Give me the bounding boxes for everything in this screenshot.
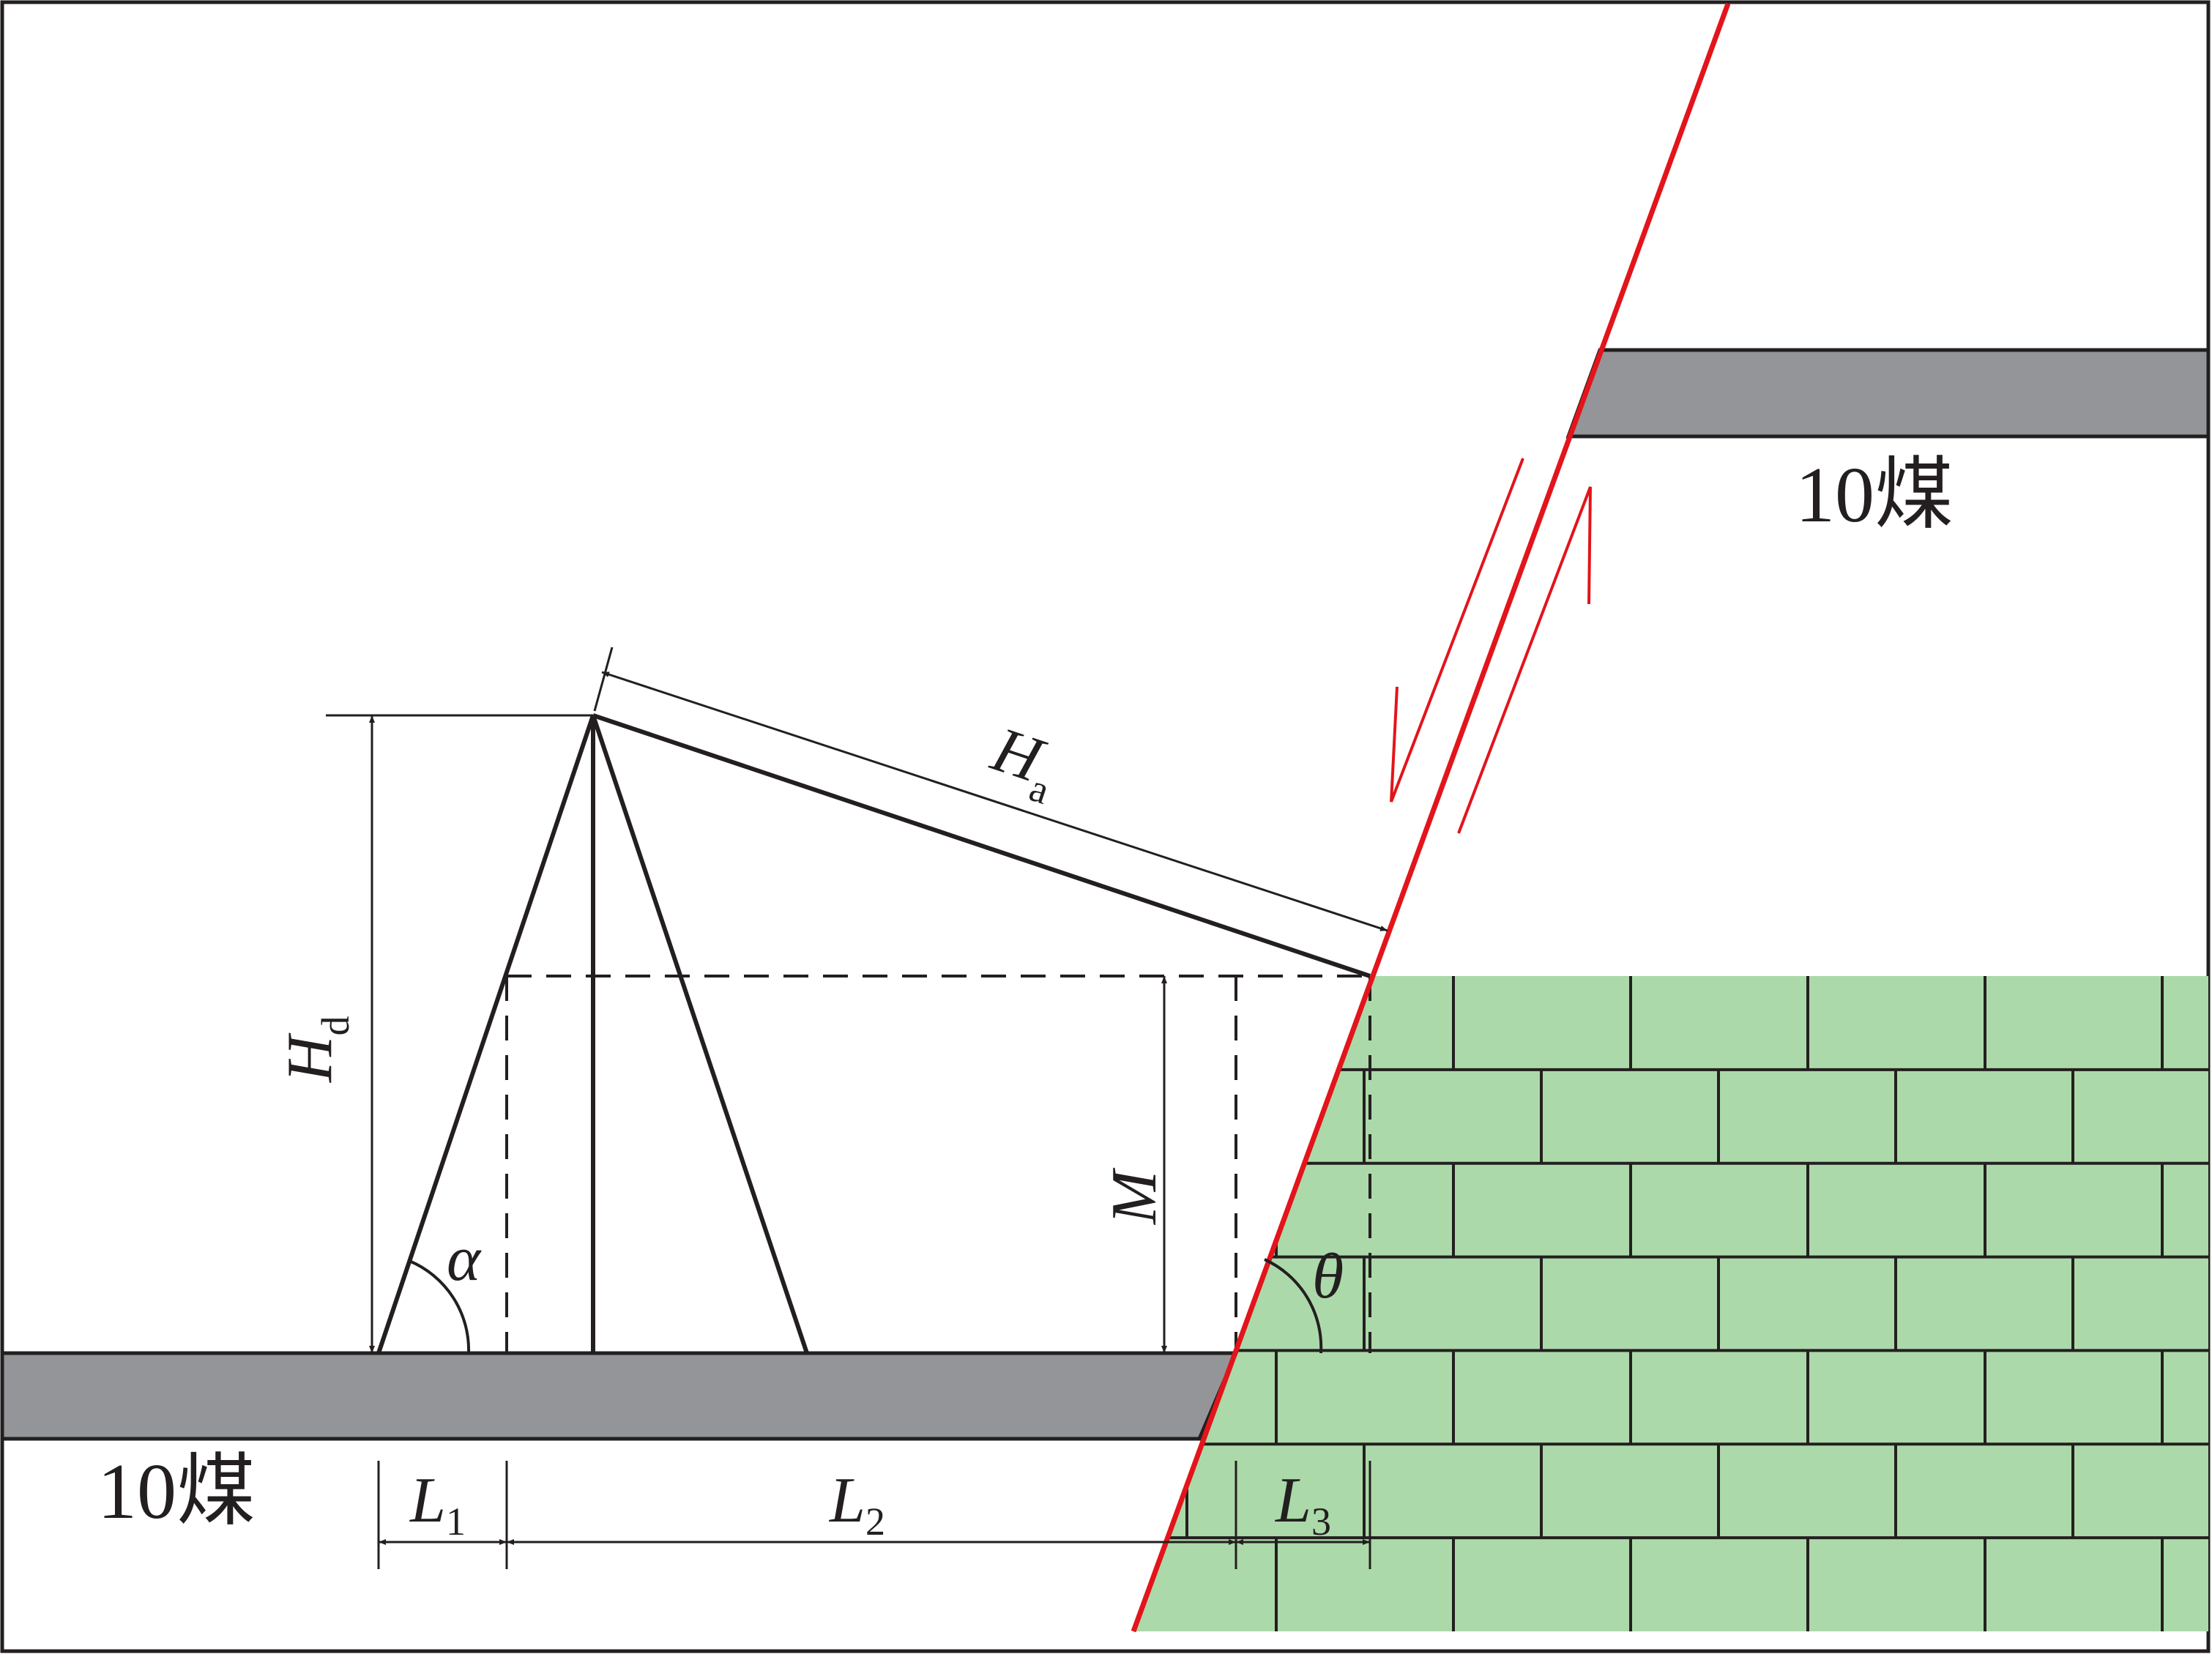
l1-label-main: L [409, 1465, 446, 1536]
hd-label-subscript: d [313, 1016, 357, 1035]
rock-fill [1133, 976, 2208, 1631]
coal-seam-lower [0, 1351, 1239, 1441]
rock-brick-pattern [1133, 976, 2208, 1631]
dimensions [326, 647, 1388, 1569]
triangle-right-side [591, 715, 809, 1354]
fault [1131, 2, 1731, 1633]
apex-to-fault-line [592, 713, 1371, 978]
triangle-left-side [376, 715, 595, 1354]
dashed-guides [505, 975, 1371, 1353]
hd-label: Hd [275, 1016, 357, 1083]
l3-label-subscript: 3 [1311, 1500, 1331, 1544]
caving-triangle [376, 713, 1371, 1354]
coal-seam-upper [1565, 348, 2211, 439]
l3-label: L3 [1274, 1465, 1331, 1544]
ha-dimension-arrow [601, 671, 1388, 932]
hd-label-main: H [275, 1032, 346, 1083]
coal-seam-lower-label: 10煤 [97, 1448, 256, 1535]
l1-label-subscript: 1 [446, 1500, 466, 1544]
l2-label-subscript: 2 [865, 1500, 885, 1544]
m-label: M [1099, 1167, 1170, 1226]
fault-line [1131, 2, 1731, 1633]
theta-angle-arc [1264, 1258, 1323, 1354]
l2-label: L2 [828, 1465, 885, 1544]
rock-block [1133, 976, 2208, 1631]
l3-label-main: L [1274, 1465, 1311, 1536]
coal-seam-upper-label: 10煤 [1795, 452, 1954, 539]
l2-label-main: L [828, 1465, 865, 1536]
alpha-label: α [447, 1224, 482, 1295]
ha-label: Ha [980, 714, 1068, 813]
slip-arrow-right [1457, 486, 1592, 834]
alpha-angle-arc [409, 1259, 471, 1354]
slip-arrow-left [1390, 458, 1524, 803]
l1-label: L1 [409, 1465, 466, 1544]
theta-label: θ [1312, 1241, 1344, 1312]
ha-extension-tick [593, 647, 614, 712]
